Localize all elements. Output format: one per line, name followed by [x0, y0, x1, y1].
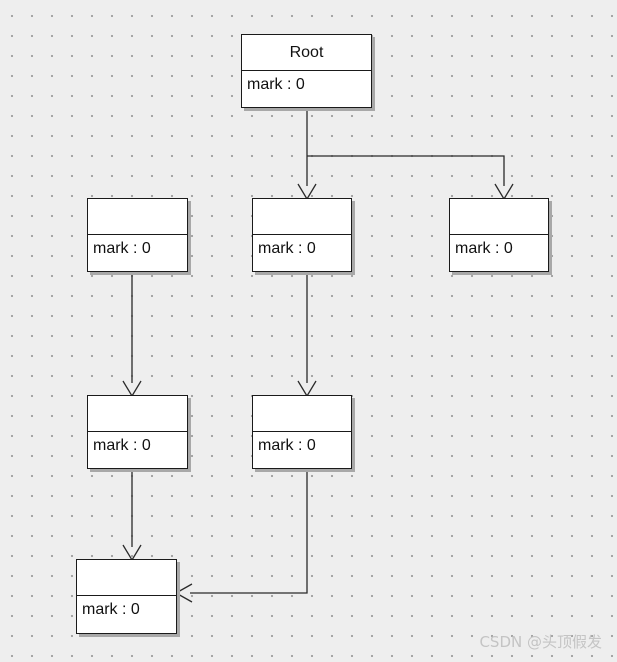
arrowhead-root-to-middle — [297, 183, 317, 201]
object-node-root[interactable]: Root mark : 0 — [241, 34, 372, 108]
node-attribute: mark : 0 — [82, 601, 140, 618]
node-name — [253, 199, 351, 235]
arrowhead-center-mid-to-bottom — [174, 583, 193, 603]
edge-center-mid-to-bottom — [190, 469, 308, 594]
node-name — [88, 199, 187, 235]
node-name — [88, 396, 187, 432]
node-attribute: mark : 0 — [93, 240, 151, 257]
node-attribute: mark : 0 — [247, 76, 305, 93]
node-name — [253, 396, 351, 432]
node-attribute: mark : 0 — [455, 240, 513, 257]
node-attribute: mark : 0 — [93, 437, 151, 454]
arrowhead-left-to-left-mid — [122, 380, 142, 398]
arrowhead-middle-to-center-mid — [297, 380, 317, 398]
watermark: CSDN @头顶假发 — [479, 633, 602, 651]
arrowhead-left-mid-to-bottom — [122, 544, 142, 562]
object-node-center-mid[interactable]: mark : 0 — [252, 395, 352, 469]
object-node-left-mid[interactable]: mark : 0 — [87, 395, 188, 469]
object-node-bottom[interactable]: mark : 0 — [76, 559, 177, 634]
object-node-middle[interactable]: mark : 0 — [252, 198, 352, 272]
node-attribute: mark : 0 — [258, 240, 316, 257]
object-node-left[interactable]: mark : 0 — [87, 198, 188, 272]
arrowhead-root-to-right — [494, 183, 514, 201]
object-node-right[interactable]: mark : 0 — [449, 198, 549, 272]
node-attribute: mark : 0 — [258, 437, 316, 454]
node-name — [77, 560, 176, 596]
node-name — [450, 199, 548, 235]
node-name: Root — [242, 35, 371, 71]
edge-root-to-right — [307, 155, 505, 186]
